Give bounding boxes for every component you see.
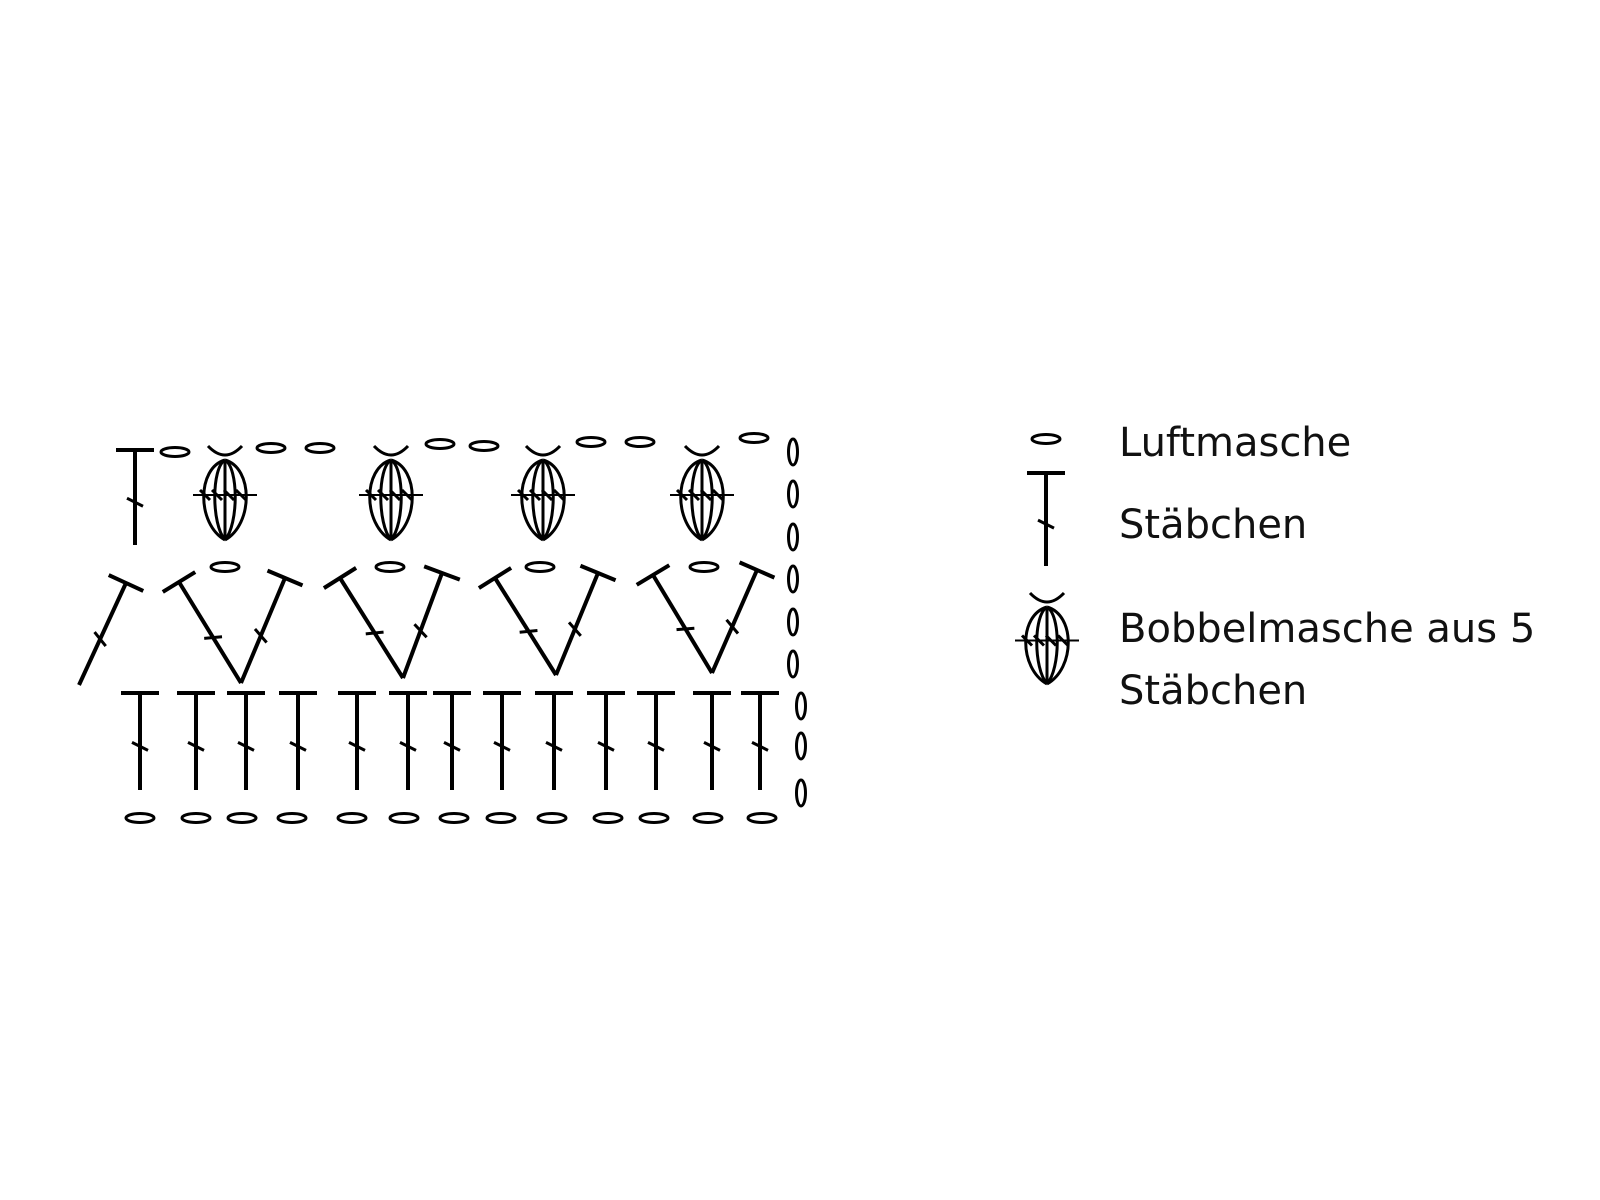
foundation-chain [485, 812, 517, 824]
double-crochet [635, 563, 714, 675]
double-crochet [322, 566, 405, 680]
foundation-chain [438, 812, 470, 824]
bobble-stitch [193, 444, 257, 542]
foundation-chain [638, 812, 670, 824]
double-crochet [121, 691, 159, 790]
chain [624, 436, 656, 448]
foundation-chain [592, 812, 624, 824]
legend-label-chain: Luftmasche [1119, 420, 1352, 466]
chain [159, 446, 191, 458]
double-crochet [279, 691, 317, 790]
v-stitch-chain [688, 561, 720, 573]
v-stitch [161, 561, 304, 685]
double-crochet [116, 448, 154, 545]
bobble-stitch [359, 444, 423, 542]
double-crochet [741, 691, 779, 790]
double-crochet [389, 691, 427, 790]
foundation-chain [180, 812, 212, 824]
v-stitch [635, 560, 776, 675]
chain [738, 432, 770, 444]
turning-chain [795, 691, 807, 721]
bobble-row [116, 432, 770, 545]
chain-icon [1030, 433, 1062, 445]
foundation-chain [276, 812, 308, 824]
bobble-stitch-icon [1015, 591, 1079, 686]
double-crochet [637, 691, 675, 790]
turning-chain [787, 437, 807, 808]
double-crochet [338, 691, 376, 790]
double-crochet [554, 563, 617, 676]
foundation-chain [226, 812, 258, 824]
turning-chain [787, 649, 799, 679]
v-stitch-chain [524, 561, 556, 573]
v-stitch [322, 561, 461, 680]
double-crochet [477, 566, 558, 677]
turning-chain [787, 437, 799, 467]
chain [424, 438, 456, 450]
double-crochet [401, 564, 461, 679]
double-crochet [535, 691, 573, 790]
double-crochet [77, 573, 145, 686]
double-crochet [433, 691, 471, 790]
foundation-chain [336, 812, 368, 824]
turning-chain [795, 731, 807, 761]
double-crochet [239, 568, 304, 684]
foundation-chain [746, 812, 778, 824]
foundation-chain [124, 812, 156, 824]
double-crochet [710, 560, 776, 674]
double-crochet-icon [1027, 471, 1065, 566]
v-stitch-chain [374, 561, 406, 573]
chain [575, 436, 607, 448]
double-crochet [227, 691, 265, 790]
turning-chain [787, 522, 799, 552]
legend-label-bobble-line1: Bobbelmasche aus 5 [1119, 606, 1536, 652]
legend-label-double-crochet: Stäbchen [1119, 502, 1308, 548]
turning-chain [787, 607, 799, 637]
double-crochet [587, 691, 625, 790]
legend-label-bobble: Bobbelmasche aus 5 Stäbchen [1119, 598, 1535, 722]
foundation-chain [388, 812, 420, 824]
turning-chain [787, 479, 799, 509]
v-stitch-row [77, 560, 776, 686]
turning-chain [795, 778, 807, 808]
chain [255, 442, 287, 454]
foundation-chain-row [124, 812, 778, 824]
legend-label-bobble-line2: Stäbchen [1119, 668, 1308, 714]
double-crochet [177, 691, 215, 790]
v-stitch-chain [209, 561, 241, 573]
double-crochet [161, 570, 243, 685]
double-crochet [693, 691, 731, 790]
bobble-stitch [511, 444, 575, 542]
chain [304, 442, 336, 454]
double-crochet [483, 691, 521, 790]
bobble-stitch [670, 444, 734, 542]
double-crochet-row [121, 691, 779, 790]
foundation-chain [692, 812, 724, 824]
legend-symbols [1015, 433, 1079, 686]
chain [468, 440, 500, 452]
foundation-chain [536, 812, 568, 824]
v-stitch [477, 561, 617, 677]
turning-chain [787, 564, 799, 594]
